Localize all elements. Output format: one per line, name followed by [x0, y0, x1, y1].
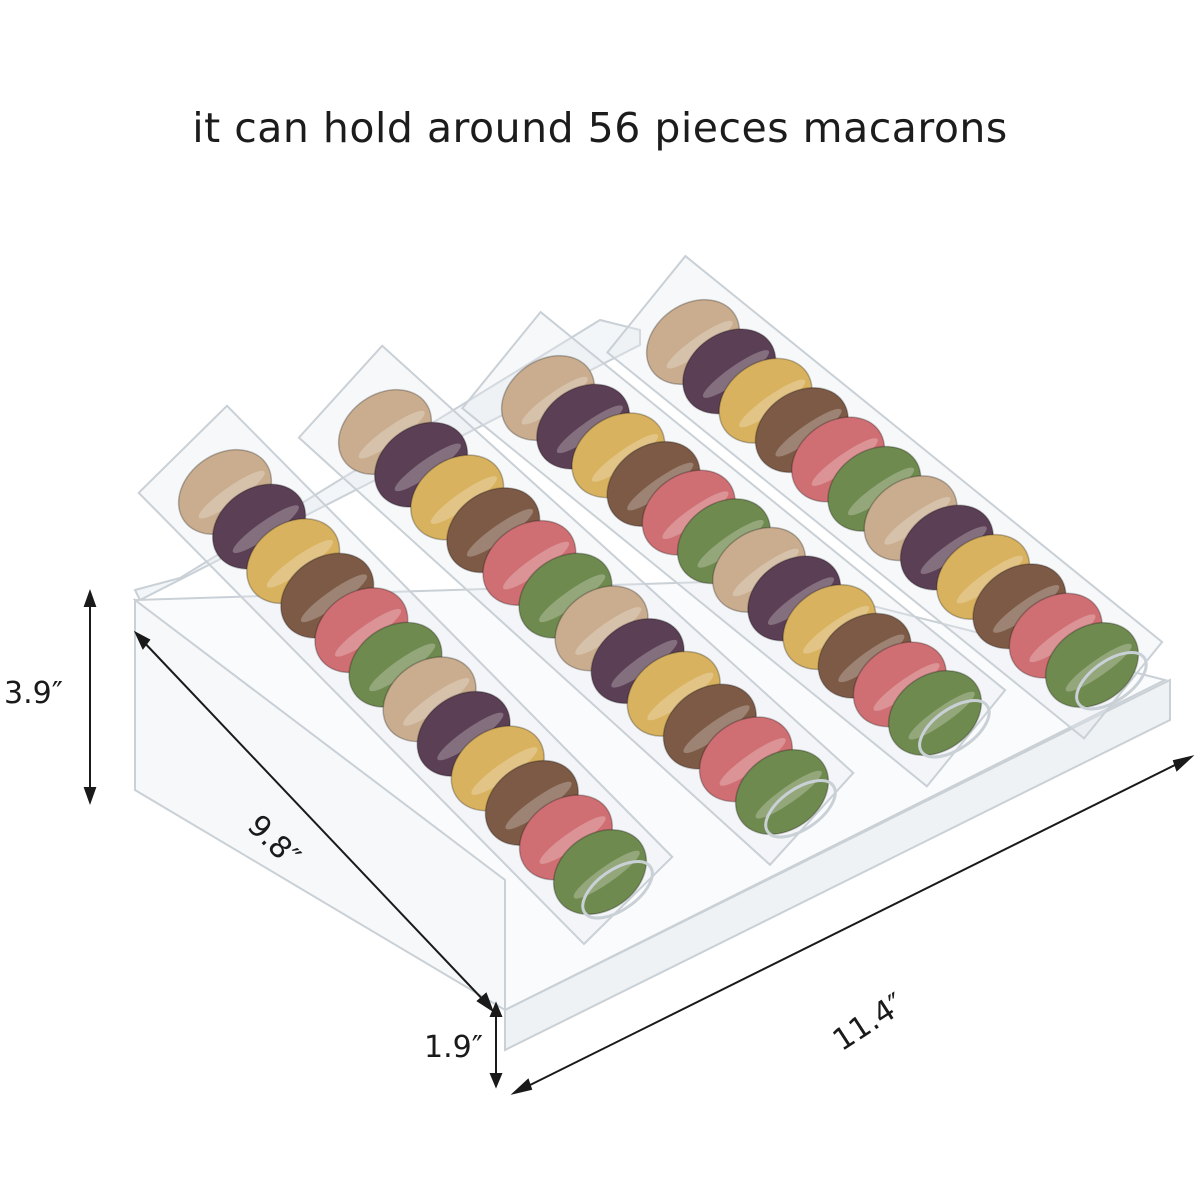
width-arrow-right	[1172, 755, 1195, 772]
width-dimension-line	[519, 759, 1186, 1091]
depth-dimension-line	[139, 637, 489, 1006]
height-arrow-top	[83, 589, 97, 607]
headline: it can hold around 56 pieces macarons	[192, 104, 1008, 152]
depth-arrow-bottom	[476, 992, 494, 1013]
tray-stopper	[1075, 651, 1148, 711]
stand-front-lip	[504, 678, 1171, 1052]
height-arrow-bottom	[83, 787, 97, 805]
depth-arrow-top	[133, 630, 151, 650]
dimension-lines	[83, 589, 1195, 1095]
tray-stopper	[918, 699, 991, 759]
front-lip-label: 1.9″	[424, 1030, 483, 1065]
front-lip-arrow-top	[489, 1001, 503, 1017]
tray-stopper	[764, 779, 837, 839]
front-lip-arrow-bottom	[489, 1073, 503, 1089]
height-label: 3.9″	[4, 676, 63, 711]
tray-stopper	[581, 860, 654, 920]
width-arrow-left	[510, 1078, 533, 1095]
macaron-trays	[137, 254, 1164, 946]
